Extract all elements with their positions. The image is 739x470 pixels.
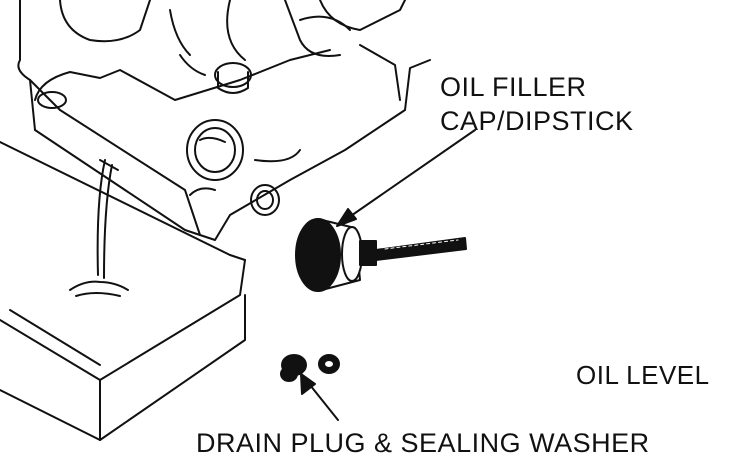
- leader-arrows: [300, 129, 476, 421]
- drain-pan: [0, 141, 246, 441]
- oil-filler-label-line2: CAP/DIPSTICK: [440, 106, 634, 136]
- drain-plug-label: DRAIN PLUG & SEALING WASHER: [196, 428, 650, 458]
- oil-stream: [69, 159, 129, 297]
- oil-level-label: OIL LEVEL: [576, 360, 710, 390]
- oil-filler-label: OIL FILLER CAP/DIPSTICK: [440, 70, 634, 138]
- engine-block: [17, 0, 431, 241]
- drain-plug: [280, 354, 340, 382]
- oil-filler-label-line1: OIL FILLER: [440, 72, 587, 102]
- dipstick: [295, 218, 467, 292]
